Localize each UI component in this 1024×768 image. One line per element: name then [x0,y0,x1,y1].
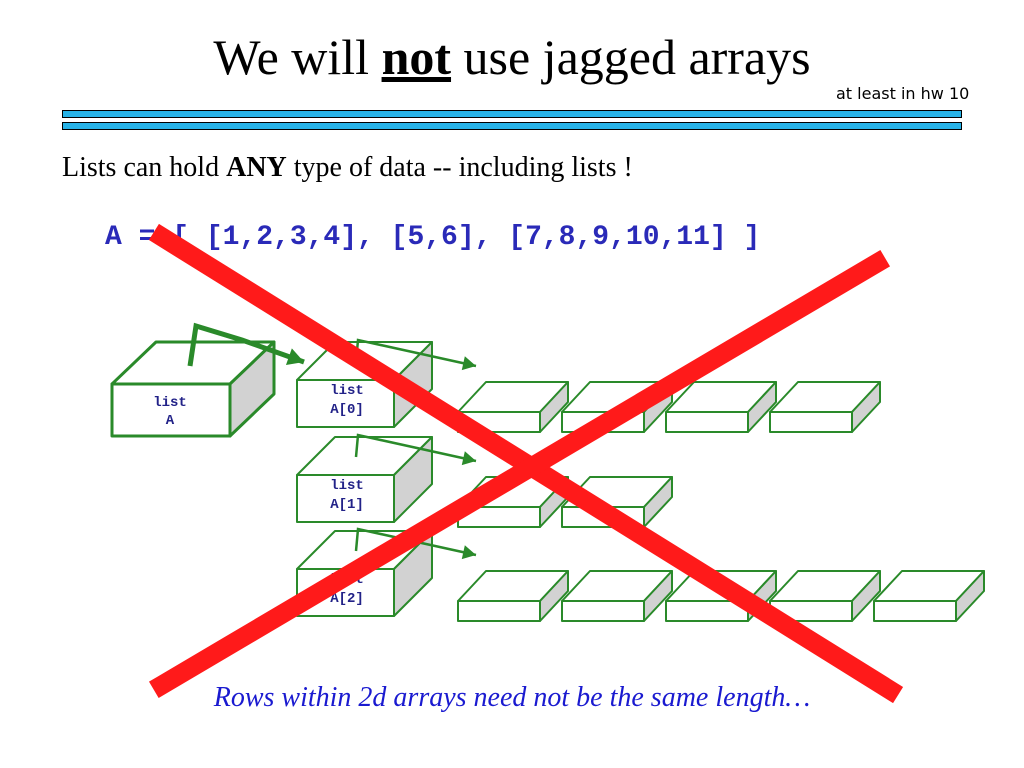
row-0-label-line1: list [330,383,364,399]
row-2-cell-3 [769,570,881,622]
caption: Rows within 2d arrays need not be the sa… [213,682,811,713]
row-0-label-line2: A[0] [330,402,364,418]
row-0-cell-3 [769,381,881,433]
row-1-label-line2: A[1] [330,497,364,513]
title-pre: We will [213,29,370,85]
row-1-pointer-arrow [354,433,477,466]
row-2-cell-1 [561,570,673,622]
title-rule-top [62,110,962,118]
row-2-cell-4 [873,570,985,622]
row-0-cell-2 [665,381,777,433]
intro-text: Lists can hold ANY type of data -- inclu… [62,152,633,184]
row-2-cell-0 [457,570,569,622]
intro-post: type of data -- including lists ! [293,152,633,183]
title-rule-bottom [62,122,962,130]
slide-title: We will not use jagged arrays [0,30,1024,85]
outer-box-label-line1: list [153,395,187,411]
outer-list-box [110,340,276,438]
subnote: at least in hw 10 [836,84,970,103]
intro-emphasis: ANY [226,152,287,183]
outer-box-label-line2: A [166,413,175,429]
intro-pre: Lists can hold [62,152,220,183]
title-emphasis: not [381,29,452,85]
row-1-label-line1: list [330,478,364,494]
outer-pointer-arrow [187,322,305,367]
row-list-box-1 [296,436,433,523]
cross-stroke-2 [148,249,891,699]
title-post: use jagged arrays [463,29,811,85]
row-2-pointer-arrow [354,527,477,560]
row-2-label-line2: A[2] [330,591,364,607]
code-line: A = [ [1,2,3,4], [5,6], [7,8,9,10,11] ] [105,222,761,253]
